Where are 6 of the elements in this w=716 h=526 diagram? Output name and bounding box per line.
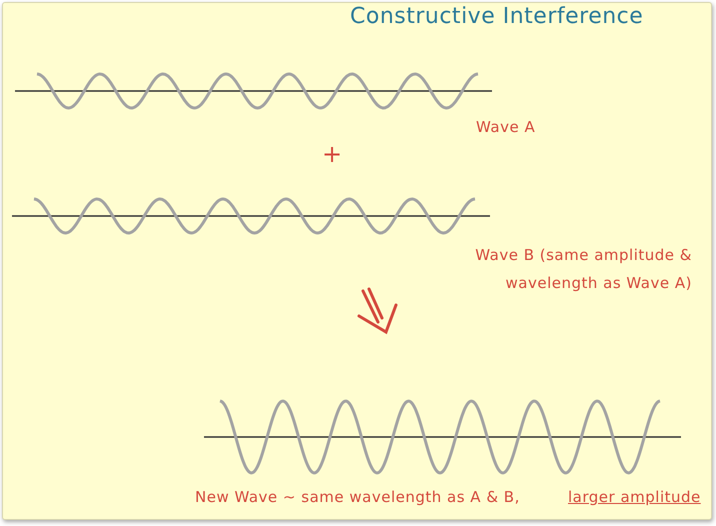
- wave-label: Wave A: [476, 118, 536, 136]
- wave-label: Wave B (same amplitude & wavelength as Wave A): [474, 245, 692, 294]
- caption: New Wave ~ same wavelength as A & B,: [195, 488, 520, 506]
- title: Constructive Interference: [350, 4, 644, 29]
- plus-sign: +: [322, 140, 343, 168]
- caption: larger amplitude: [568, 488, 701, 506]
